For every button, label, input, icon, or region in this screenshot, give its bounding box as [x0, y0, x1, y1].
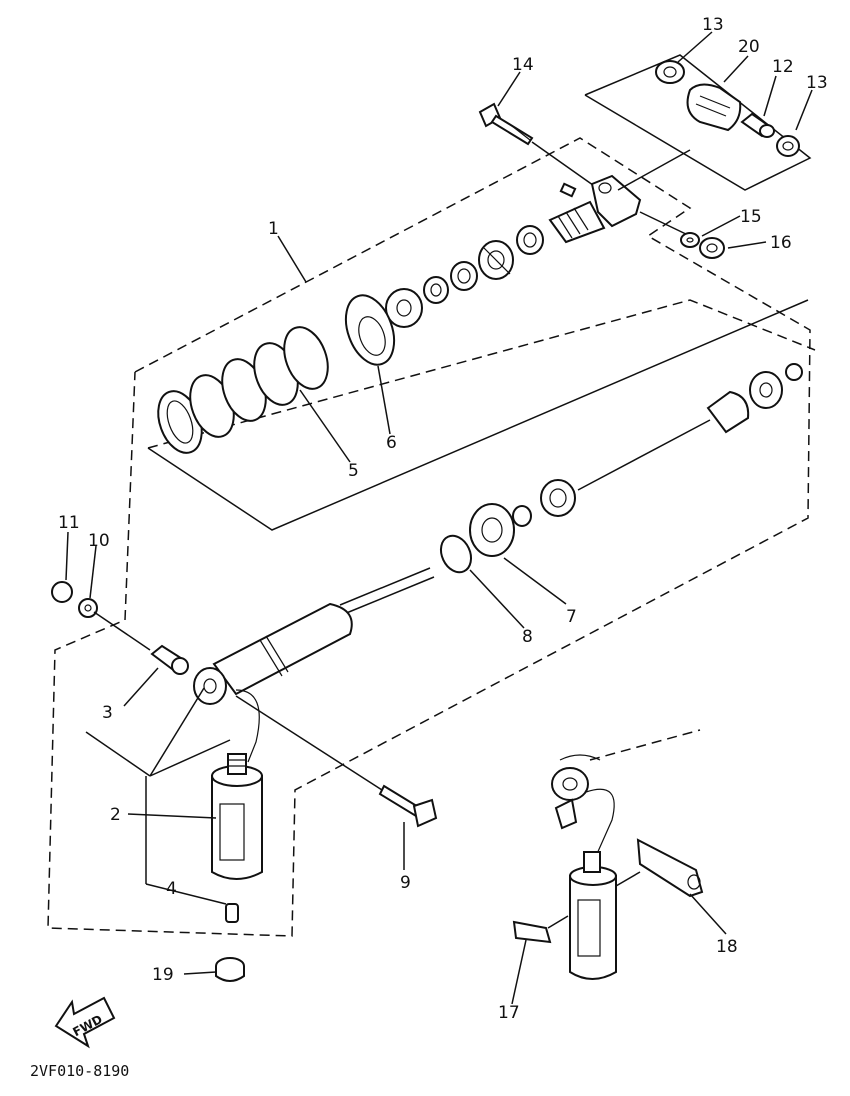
rod-bumper — [577, 363, 803, 491]
callout-9: 9 — [400, 873, 411, 893]
callout-17: 17 — [498, 1003, 520, 1023]
shock-body — [193, 567, 435, 763]
rod-nut — [512, 505, 532, 527]
callout-5: 5 — [348, 461, 359, 481]
callout-13-top: 13 — [702, 15, 724, 35]
bolt-14-leader — [531, 141, 601, 191]
cap-screw — [225, 903, 239, 923]
callout-3: 3 — [102, 703, 113, 723]
callout-20: 20 — [738, 37, 760, 57]
drawing-code: 2VF010-8190 — [30, 1062, 129, 1080]
callout-4: 4 — [166, 879, 177, 899]
callout-6: 6 — [386, 433, 397, 453]
assembly-boundary — [47, 54, 816, 937]
band-18 — [615, 838, 704, 898]
callout-2: 2 — [110, 805, 121, 825]
rod-seal — [540, 479, 576, 517]
cover-20 — [686, 83, 742, 132]
washer-leader — [93, 611, 151, 651]
upper-bushing — [385, 288, 423, 328]
callout-14: 14 — [512, 55, 534, 75]
upper-clevis — [548, 149, 691, 244]
callout-11: 11 — [58, 513, 80, 533]
callout-18: 18 — [716, 937, 738, 957]
oring-8 — [439, 534, 473, 574]
bolt-14 — [478, 102, 534, 146]
adjuster-nut — [478, 240, 514, 280]
callout-8: 8 — [522, 627, 533, 647]
callout-leaders — [65, 31, 813, 1005]
clevis-leader — [639, 211, 691, 237]
callout-7: 7 — [566, 607, 577, 627]
reservoir-2 — [211, 753, 263, 880]
nut-11 — [51, 581, 73, 603]
callout-10: 10 — [88, 531, 110, 551]
damper-17 — [512, 915, 569, 944]
fwd-arrow: FWD — [54, 996, 116, 1049]
bolt-9 — [378, 784, 438, 828]
locknut-upper — [516, 225, 544, 255]
washer-ring — [423, 276, 449, 304]
callout-16: 16 — [770, 233, 792, 253]
callout-13-right: 13 — [806, 73, 828, 93]
washer-15 — [680, 232, 700, 248]
collar-12 — [740, 112, 775, 138]
spring-5 — [157, 326, 329, 454]
callout-19: 19 — [152, 965, 174, 985]
cap-19 — [215, 957, 245, 982]
reservoir-detail — [551, 729, 701, 980]
callout-12: 12 — [772, 57, 794, 77]
callout-labels: 1 2 3 4 5 6 7 8 9 10 11 12 13 13 14 15 1… — [58, 15, 828, 1023]
nut-16 — [699, 237, 725, 259]
bearing-7 — [469, 503, 515, 557]
bushing-3 — [150, 644, 189, 675]
spacer-ring — [450, 261, 478, 291]
bolt-9-leader — [235, 695, 383, 791]
washer-10 — [78, 598, 98, 618]
collar-13-right — [776, 135, 800, 157]
callout-15: 15 — [740, 207, 762, 227]
callout-1: 1 — [268, 219, 279, 239]
spring-seat-6 — [344, 294, 396, 366]
collar-13-top — [655, 60, 685, 84]
